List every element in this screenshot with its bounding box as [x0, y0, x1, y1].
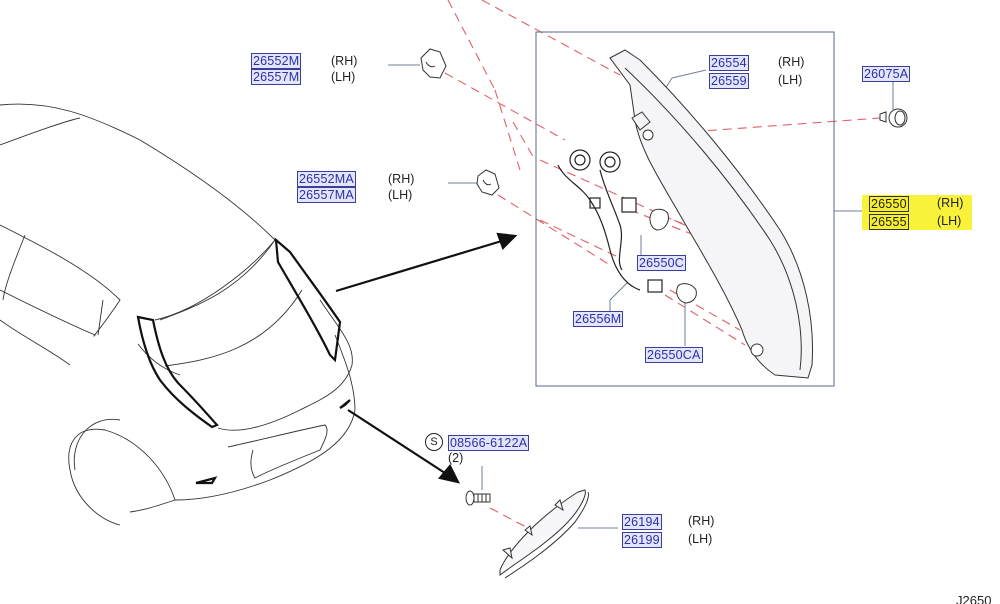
side-label-lh: (LH) — [778, 73, 803, 87]
part-number-26557M[interactable]: 26557M — [251, 69, 302, 85]
bulb-upper — [649, 208, 669, 231]
arrow-head-reflector — [437, 464, 461, 484]
side-label-lh: (LH) — [937, 214, 962, 228]
side-label-lh: (LH) — [331, 70, 356, 84]
car-lamp-outlines — [136, 237, 351, 485]
side-label-lh: (LH) — [388, 188, 413, 202]
socket-3 — [621, 197, 637, 213]
grommet-part — [879, 108, 908, 128]
guide-line — [664, 294, 746, 346]
car-outline — [0, 103, 356, 526]
guide-line — [444, 72, 566, 141]
guide-line — [669, 289, 741, 331]
guide-line — [481, 0, 621, 76]
side-label-lh: (LH) — [688, 532, 713, 546]
standard-part-badge: S — [425, 433, 443, 451]
screw-part — [465, 490, 491, 506]
side-label-rh: (RH) — [688, 514, 715, 528]
guide-line — [489, 507, 529, 529]
socket-4 — [647, 279, 663, 293]
side-label-rh: (RH) — [937, 196, 964, 210]
lamp-housing — [609, 49, 813, 379]
side-label-rh: (RH) — [778, 55, 805, 69]
part-number-26194[interactable]: 26194 — [622, 514, 662, 530]
part-number-26075A[interactable]: 26075A — [862, 66, 911, 82]
guide-line — [494, 89, 521, 171]
part-number-26554[interactable]: 26554 — [709, 55, 749, 71]
part-number-26556M[interactable]: 26556M — [573, 311, 624, 327]
part-number-26199[interactable]: 26199 — [622, 532, 662, 548]
guide-line — [539, 219, 621, 259]
part-number-08566-6122A[interactable]: 08566-6122A — [448, 435, 530, 451]
guide-line — [447, 0, 496, 91]
part-number-26552MA[interactable]: 26552MA — [297, 171, 356, 187]
guide-line — [497, 194, 611, 266]
socket-1 — [569, 149, 591, 171]
part-number-26559[interactable]: 26559 — [709, 73, 749, 89]
clip-upper — [420, 48, 447, 79]
quantity-label: (2) — [448, 451, 464, 465]
bracket-clips — [420, 48, 500, 196]
side-label-rh: (RH) — [331, 54, 358, 68]
part-number-26555[interactable]: 26555 — [869, 214, 909, 230]
pointer-arrows — [335, 232, 518, 484]
wiring-harness — [557, 149, 663, 293]
detail-frame — [535, 31, 835, 387]
part-number-26557MA[interactable]: 26557MA — [297, 187, 356, 203]
part-number-26550CA[interactable]: 26550CA — [645, 347, 703, 363]
part-number-26550C[interactable]: 26550C — [637, 255, 686, 271]
side-label-rh: (RH) — [388, 172, 415, 186]
arrow-head-detail — [496, 232, 518, 251]
diagram-code: J2650 — [956, 593, 992, 604]
bulbs — [649, 208, 697, 304]
socket-2 — [599, 151, 621, 173]
guide-line — [512, 121, 536, 161]
bulb-lower — [676, 283, 697, 304]
part-number-26552M[interactable]: 26552M — [251, 53, 302, 69]
part-number-26550[interactable]: 26550 — [869, 196, 909, 212]
reflector-part — [499, 489, 589, 579]
